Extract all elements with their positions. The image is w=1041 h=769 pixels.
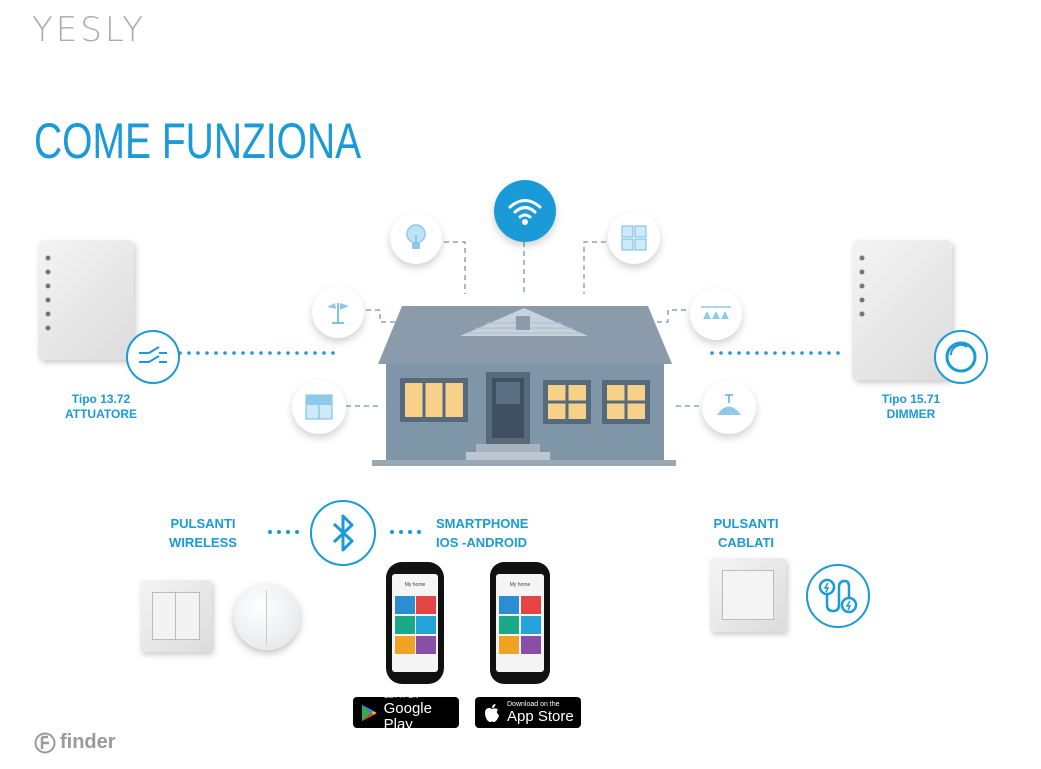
house-icon <box>372 306 676 466</box>
app-store-big: App Store <box>507 707 574 725</box>
app-store-badge[interactable]: Download on the App Store <box>475 697 581 728</box>
dotted-connector-right <box>390 530 421 534</box>
blind-icon <box>292 380 346 434</box>
smart-home-diagram <box>178 241 840 466</box>
smartphone-line1: SMARTPHONE <box>436 516 529 531</box>
wireless-line2: WIRELESS <box>169 535 237 550</box>
wifi-icon <box>494 180 556 242</box>
yesly-logo: YESLY <box>32 10 147 50</box>
lamp-icon <box>312 286 364 338</box>
wireless-buttons-label: PULSANTI WIRELESS <box>150 514 256 552</box>
grid-icon <box>608 212 660 264</box>
phone-screen-title: My home <box>404 582 426 588</box>
switch-icon <box>126 330 180 384</box>
wired-line2: CABLATI <box>717 535 775 550</box>
google-play-small: GET IT ON <box>383 692 419 700</box>
dimmer-icon <box>934 330 988 384</box>
apple-icon <box>485 703 499 722</box>
actuator-label: Tipo 13.72 ATTUATORE <box>56 392 146 422</box>
dotted-line-left <box>178 351 335 355</box>
dotted-connector-left <box>268 530 299 534</box>
dimmer-name: DIMMER <box>886 407 936 421</box>
wired-buttons-label: PULSANTI CABLATI <box>696 514 796 552</box>
google-play-badge[interactable]: GET IT ON Google Play <box>353 693 459 732</box>
wired-line1: PULSANTI <box>713 516 779 531</box>
switch-rocker <box>152 592 200 640</box>
actuator-type: Tipo 13.72 <box>71 392 131 406</box>
ceiling-lights-icon <box>690 288 742 340</box>
phone-screen-title: My home <box>509 582 531 588</box>
bulb-icon <box>390 212 442 264</box>
phone-screen: My home <box>496 574 544 672</box>
wireless-line1: PULSANTI <box>170 516 236 531</box>
actuator-device <box>38 240 134 360</box>
android-phone: My home <box>386 562 444 684</box>
actuator-name: ATTUATORE <box>65 407 137 421</box>
pendant-lamp-icon <box>702 380 756 434</box>
smartphone-label: SMARTPHONE IOS -ANDROID <box>436 514 540 552</box>
dimmer-label: Tipo 15.71 DIMMER <box>866 392 956 422</box>
app-store-small: Download on the <box>507 700 560 708</box>
finder-logo-text: finder <box>60 731 116 753</box>
google-play-icon <box>361 704 377 721</box>
wired-wall-switch <box>710 558 786 632</box>
phone-screen: My home <box>392 574 438 672</box>
page-title: COME FUNZIONA <box>34 113 362 169</box>
dimmer-type: Tipo 15.71 <box>881 392 941 406</box>
google-play-big: Google Play <box>383 699 432 733</box>
device-terminals <box>44 252 52 336</box>
wireless-round-button <box>234 584 300 650</box>
smartphone-line2: IOS -ANDROID <box>436 535 527 550</box>
finder-logo: finder <box>34 731 116 754</box>
finder-logo-icon <box>34 732 56 753</box>
wired-icon <box>806 564 870 628</box>
device-terminals <box>858 252 866 336</box>
iphone: My home <box>490 562 550 684</box>
switch-rocker <box>722 570 774 620</box>
bluetooth-icon <box>310 500 376 566</box>
wireless-wall-switch <box>140 580 212 652</box>
dotted-line-right <box>710 351 840 355</box>
